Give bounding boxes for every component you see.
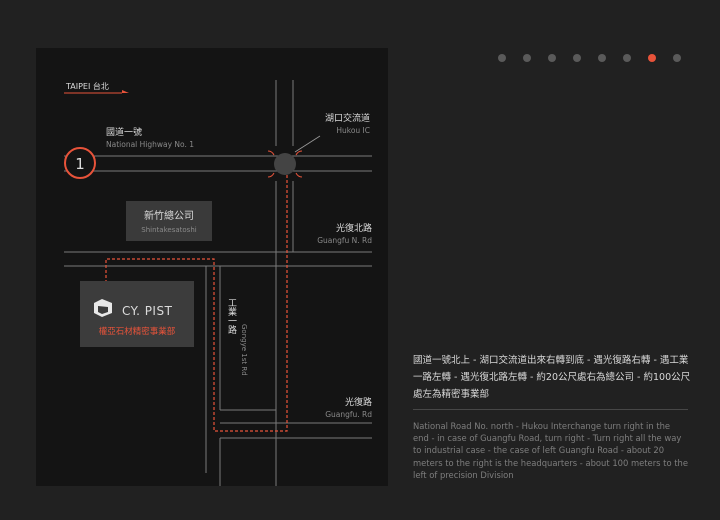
- route-number: 1: [75, 155, 85, 173]
- headquarters-box: [126, 201, 212, 241]
- cy-pist-logo-icon: [94, 299, 112, 317]
- interchange-label-en: Hukou IC: [336, 126, 370, 135]
- pagination-dot[interactable]: [623, 54, 631, 62]
- route-path: [105, 175, 288, 432]
- gongye-road-label-en: Gongye 1st Rd: [240, 324, 248, 376]
- map-graphic: TAIPEI 台北 1 國道一號 National Highway No. 1 …: [64, 80, 372, 486]
- pagination-dot[interactable]: [498, 54, 506, 62]
- pagination-dot[interactable]: [673, 54, 681, 62]
- pagination-dot[interactable]: [573, 54, 581, 62]
- callout-line: [294, 135, 321, 153]
- guangfu-road-label-zh: 光復路: [345, 396, 372, 408]
- directions-text-en: National Road No. north - Hukou Intercha…: [413, 421, 688, 480]
- pagination-dot[interactable]: [548, 54, 556, 62]
- guangfu-north-label-zh: 光復北路: [336, 222, 372, 234]
- slide-pagination: [498, 54, 681, 62]
- interchange-label-zh: 湖口交流道: [325, 112, 370, 124]
- headquarters-label-en: Shintakesatoshi: [141, 226, 196, 234]
- precision-division-name: 權亞石材精密事業部: [99, 326, 176, 337]
- pagination-dot[interactable]: [598, 54, 606, 62]
- location-map: TAIPEI 台北 1 國道一號 National Highway No. 1 …: [36, 48, 388, 486]
- precision-division-logo-text: CY. PIST: [122, 304, 173, 318]
- direction-label: TAIPEI 台北: [65, 81, 109, 91]
- directions-divider: [413, 409, 688, 410]
- guangfu-road-label-en: Guangfu. Rd: [325, 410, 372, 419]
- highway-label-en: National Highway No. 1: [106, 140, 194, 149]
- headquarters-label-zh: 新竹總公司: [144, 209, 194, 222]
- guangfu-north-label-en: Guangfu N. Rd: [317, 236, 372, 245]
- route-number-badge: [64, 147, 96, 179]
- pagination-dot[interactable]: [523, 54, 531, 62]
- interchange-marker: [274, 153, 296, 175]
- highway-label-zh: 國道一號: [106, 126, 142, 138]
- gongye-road-label-zh: 工業一路: [226, 298, 237, 335]
- pagination-dot[interactable]: [648, 54, 656, 62]
- directions-text-zh: 國道一號北上 - 湖口交流道出來右轉到底 - 遇光復路右轉 - 遇工業一路左轉 …: [413, 355, 691, 400]
